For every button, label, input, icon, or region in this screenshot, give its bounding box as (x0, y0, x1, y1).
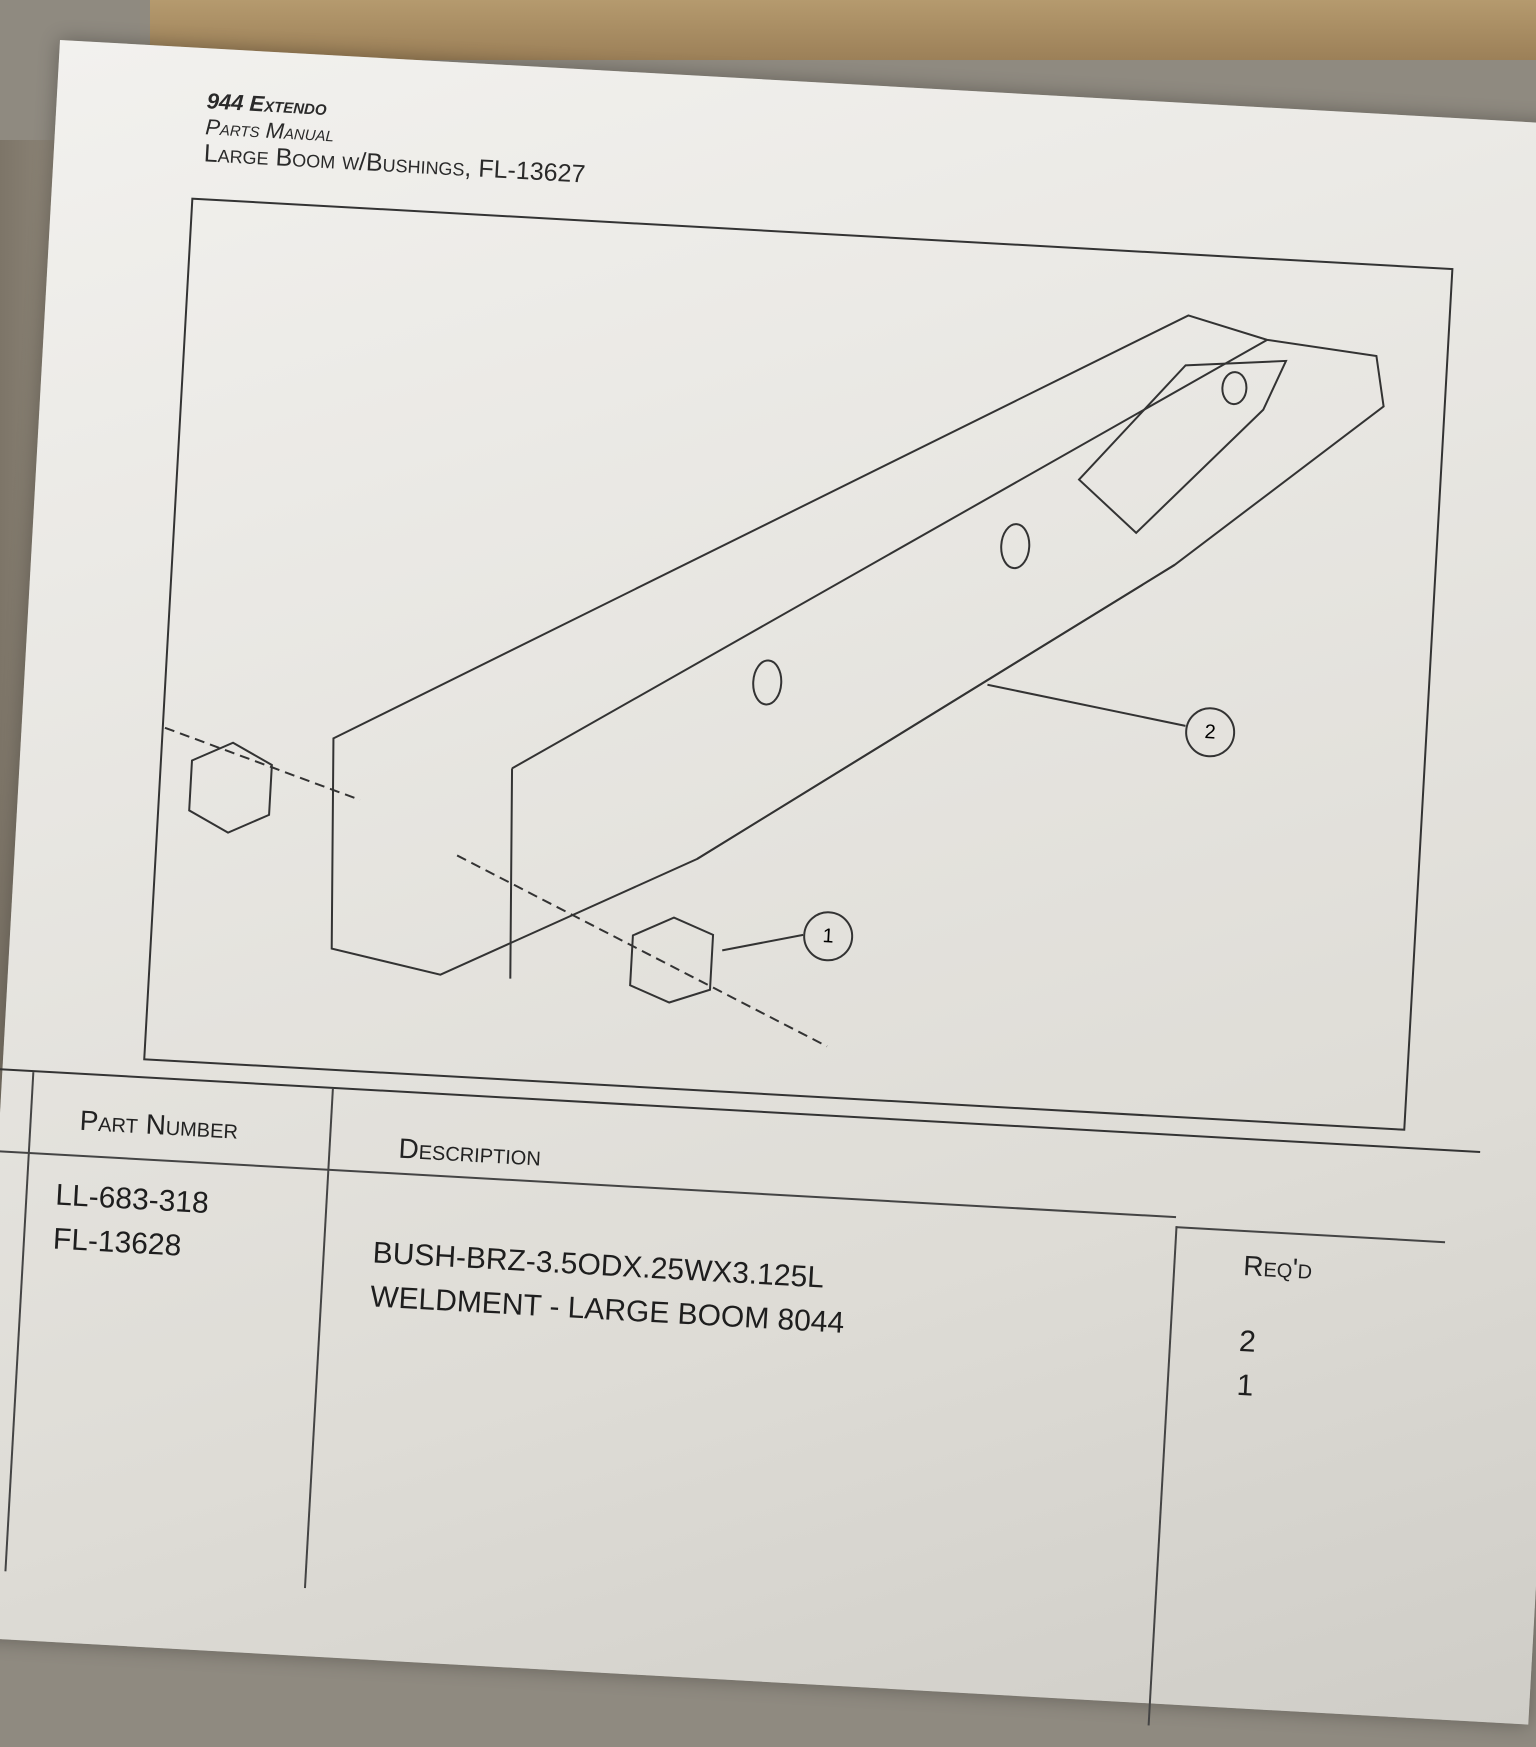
column-divider (303, 1088, 334, 1589)
bushing-right (629, 916, 715, 1004)
column-divider (1147, 1226, 1178, 1726)
row-2-part-number: FL-13628 (52, 1222, 183, 1263)
bushing-left (188, 741, 273, 834)
boom-body (330, 314, 1385, 976)
boom-pin-hole (1221, 371, 1248, 406)
column-divider (4, 1072, 35, 1572)
boom-hole (752, 659, 783, 706)
row-2-reqd: 1 (1235, 1368, 1255, 1403)
header-part-number: Part Number (78, 1104, 239, 1145)
row-1-reqd: 2 (1238, 1324, 1257, 1359)
boom-fork (1077, 359, 1288, 535)
page-header: 944 Extendo Parts Manual Large Boom w/Bu… (203, 88, 589, 188)
boom-hole (1000, 523, 1031, 570)
leader-1 (722, 933, 804, 952)
wood-surface (150, 0, 1536, 60)
reqd-top-line (1175, 1226, 1446, 1244)
boom-edge (509, 338, 1268, 979)
axis-line (145, 704, 828, 1048)
boom-drawing (145, 314, 1385, 1048)
drawing-frame: 1 2 (143, 197, 1454, 1131)
header-description: Description (397, 1132, 542, 1172)
header-reqd: Req'd (1242, 1249, 1314, 1285)
leader-2 (987, 683, 1186, 727)
parts-manual-page: 944 Extendo Parts Manual Large Boom w/Bu… (0, 40, 1536, 1726)
